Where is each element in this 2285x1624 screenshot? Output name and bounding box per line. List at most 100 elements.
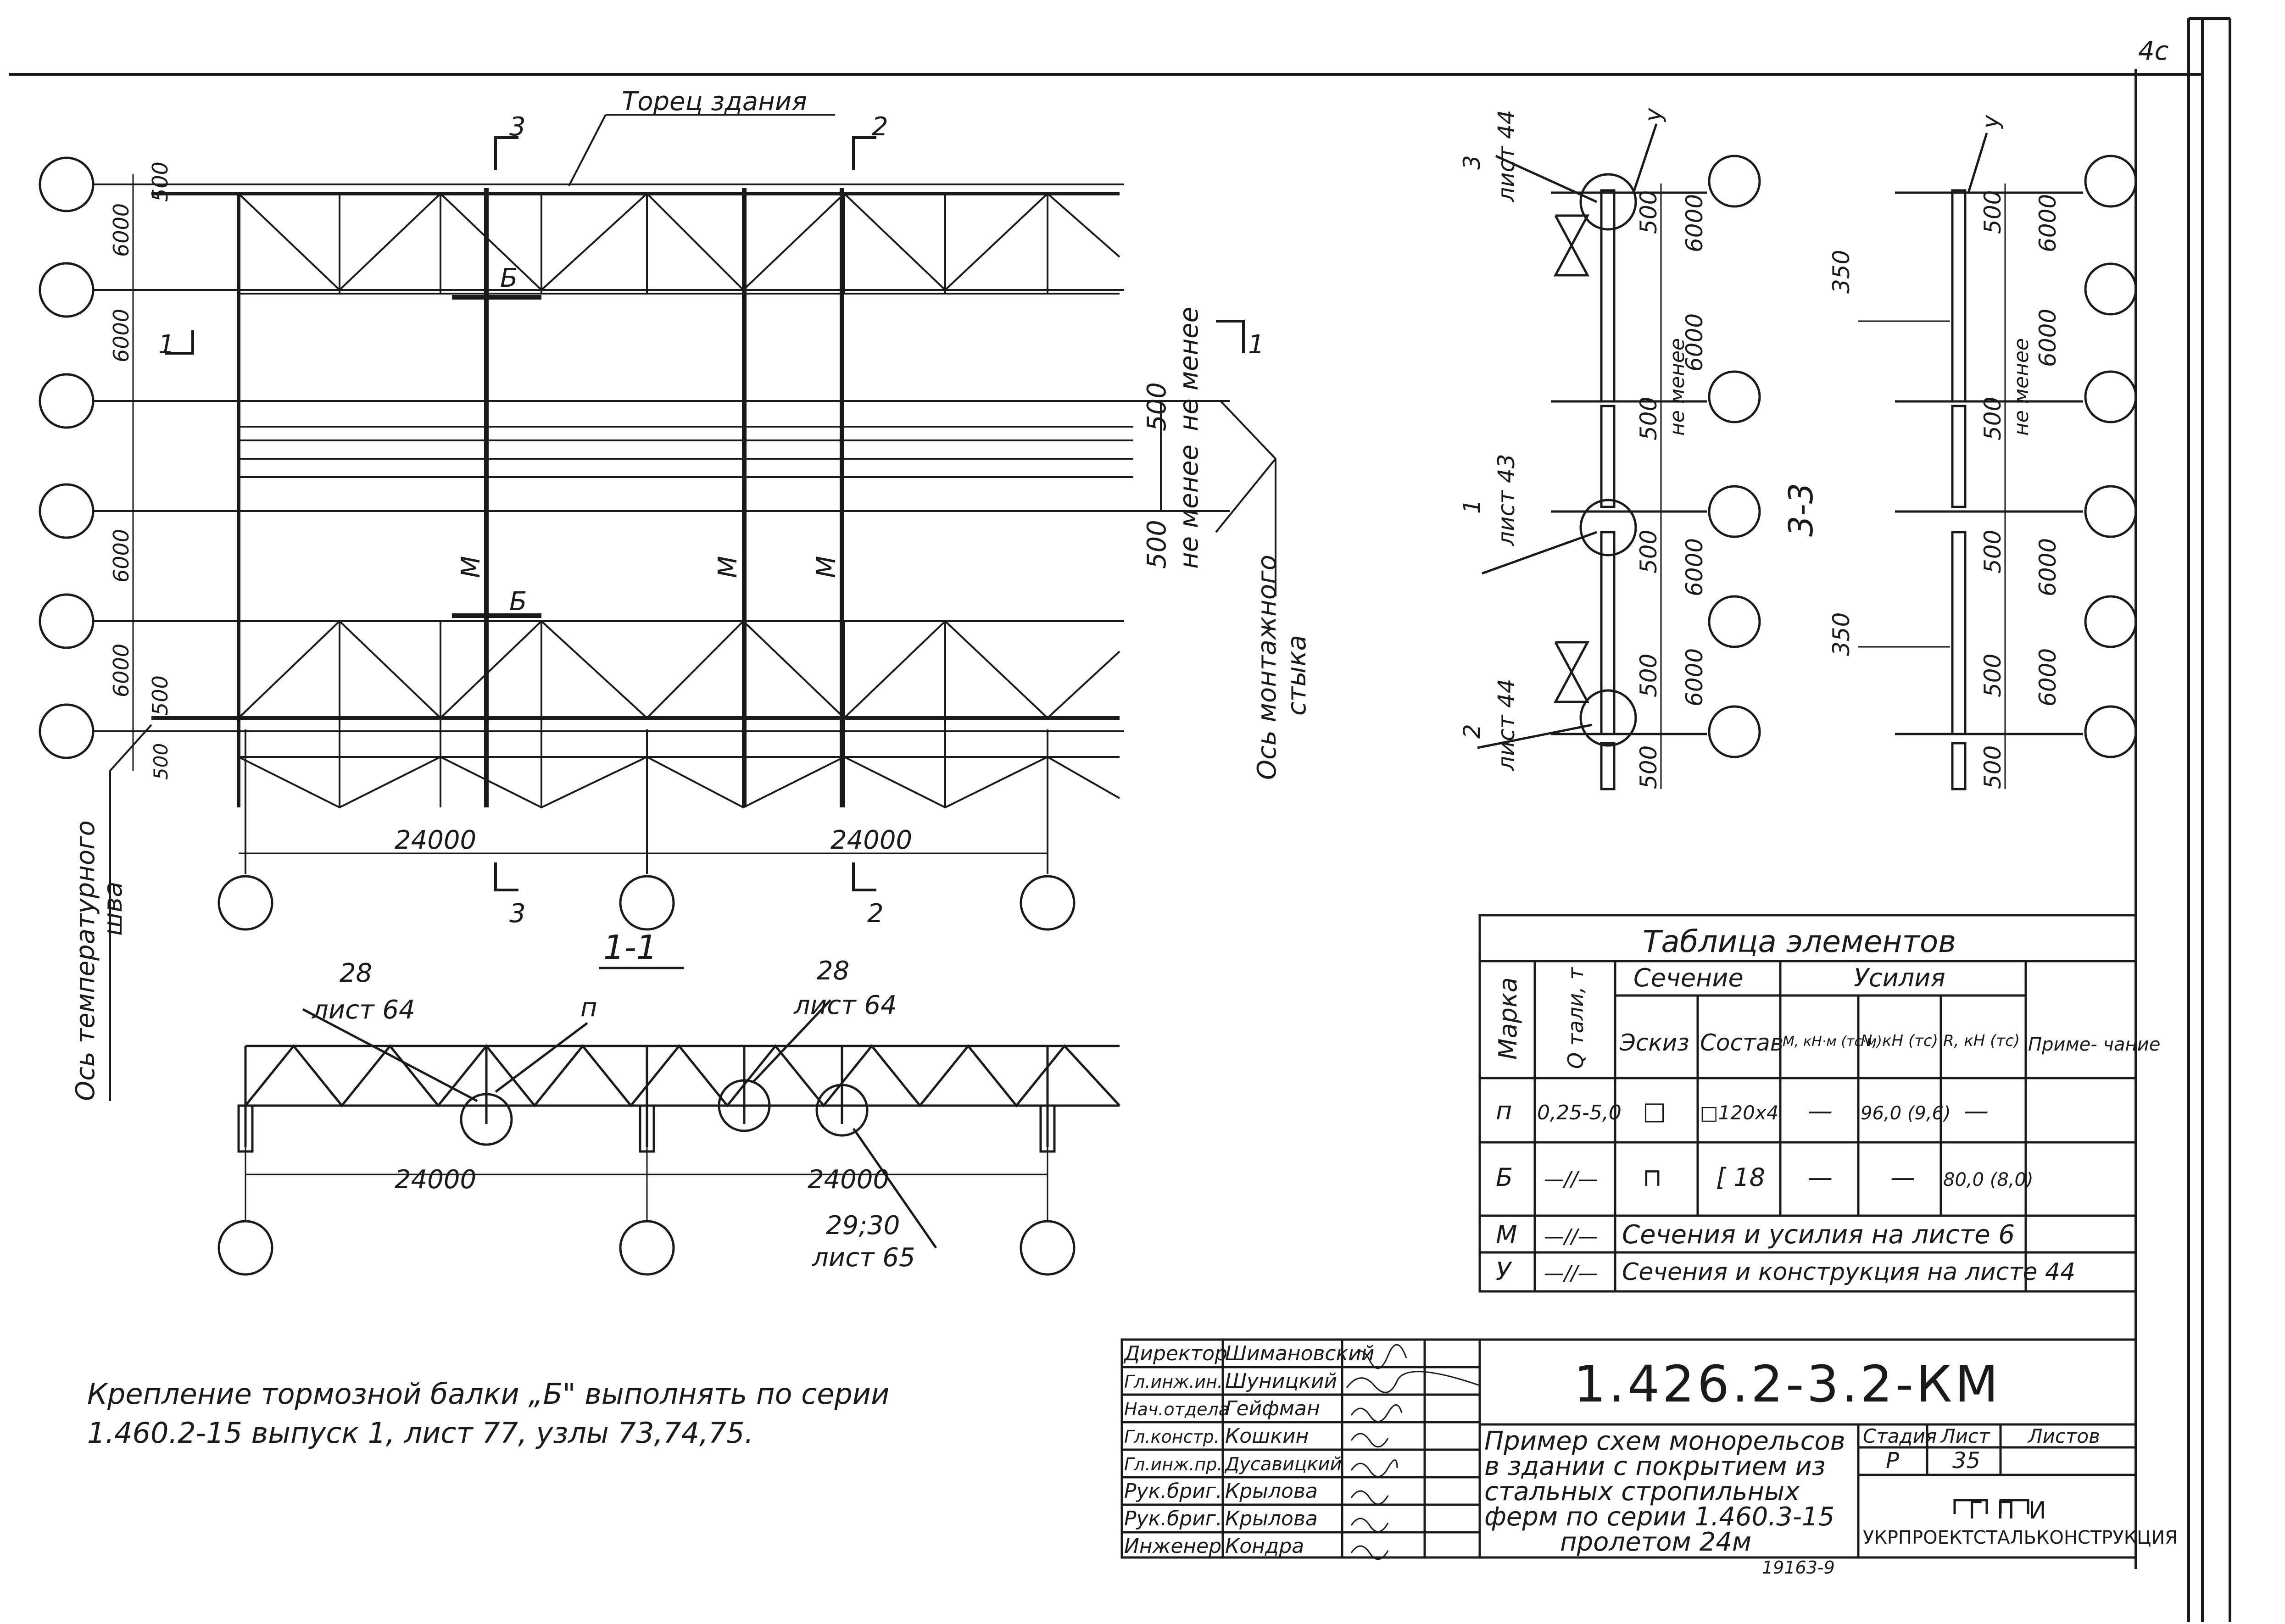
section-33-bubbles-b bbox=[2084, 155, 2137, 758]
ref-3: 3 bbox=[1459, 155, 1485, 170]
ref-sheet-64-b: лист 64 bbox=[793, 990, 897, 1020]
section-33b-dim-7: 6000 bbox=[2034, 648, 2061, 706]
section-33-bubbles-a bbox=[1708, 155, 1761, 758]
section-markers bbox=[165, 136, 1245, 891]
section-2-bottom-label: 2 bbox=[867, 899, 884, 929]
min-label-1: не менее bbox=[1174, 307, 1204, 431]
section-33b-dim-4: 500 bbox=[1979, 397, 2006, 440]
monorail-beams bbox=[484, 188, 844, 807]
row-m-mark: М bbox=[1496, 1220, 1517, 1249]
section-11-span-2: 24000 bbox=[808, 1165, 889, 1195]
elements-table-text: Таблица элементов Марка Q тали, т Сечени… bbox=[1494, 924, 2160, 1286]
row-p-n: 96,0 (9,6) bbox=[1861, 1103, 1951, 1124]
ref-28-a: 28 bbox=[340, 958, 372, 988]
mount-axis-label-1: Ось монтажного bbox=[1252, 555, 1282, 780]
staff-name-5: Дусавицкий bbox=[1224, 1454, 1342, 1475]
row-p-r: — bbox=[1964, 1096, 1989, 1125]
section-33b-dim-1: 500 bbox=[1979, 190, 2006, 234]
sheet-value: 35 bbox=[1952, 1448, 1980, 1474]
bracing-top bbox=[238, 192, 1120, 295]
row-m-merged: Сечения и усилия на листе 6 bbox=[1622, 1220, 2015, 1250]
plan-dim-1: 500 bbox=[148, 161, 173, 202]
section-33b-dim-6: 500 bbox=[1979, 530, 2006, 573]
staff-role-8: Инженер bbox=[1124, 1535, 1221, 1558]
general-note: Крепление тормозной балки „Б" выполнять … bbox=[87, 1377, 889, 1450]
table-header-forces: Усилия bbox=[1854, 963, 1945, 992]
note-line-2: 1.460.2-15 выпуск 1, лист 77, узлы 73,74… bbox=[87, 1416, 753, 1450]
plan-view bbox=[39, 114, 1276, 1101]
section-33a-dim-6: 500 bbox=[1635, 530, 1662, 573]
section-33a-dim-8: 500 bbox=[1635, 654, 1662, 697]
section-11-text: 1-1 28 лист 64 п 28 лист 64 24000 24000 … bbox=[312, 928, 915, 1273]
staff-name-2: Шуницкий bbox=[1225, 1369, 1337, 1393]
temp-axis-label-2: шва bbox=[98, 881, 128, 936]
table-header-mark: Марка bbox=[1494, 977, 1522, 1060]
sheet-label: Лист bbox=[1940, 1425, 1990, 1447]
table-header-m: М, кН·м (тс·м) bbox=[1783, 1034, 1882, 1050]
ref-sheet-65: лист 65 bbox=[812, 1243, 915, 1273]
ref-sheet-44-b: лист 44 bbox=[1493, 679, 1520, 771]
note-line-1: Крепление тормозной балки „Б" выполнять … bbox=[87, 1377, 889, 1411]
temp-axis-leader bbox=[109, 724, 152, 1101]
section-33a-dim-1: 500 bbox=[1635, 190, 1662, 234]
table-header-sketch: Эскиз bbox=[1619, 1029, 1689, 1056]
node-y-2: у bbox=[1977, 114, 2004, 129]
row-y-q: —//— bbox=[1544, 1262, 1598, 1285]
plan-dim-4: 6000 bbox=[109, 529, 134, 583]
row-y-merged: Сечения и конструкция на листе 44 bbox=[1622, 1258, 2075, 1286]
grid-bubbles-left bbox=[39, 156, 95, 759]
section-11-nodes bbox=[302, 999, 937, 1249]
grid-bubbles-bottom bbox=[217, 875, 1076, 931]
org-logo: ГПИ bbox=[1968, 1497, 2060, 1524]
row-b-n: — bbox=[1890, 1163, 1915, 1192]
end-wall bbox=[151, 192, 1120, 807]
monorail-label-3: М bbox=[812, 556, 842, 578]
sheet-frame bbox=[9, 17, 2231, 1622]
ref-1: 1 bbox=[1459, 499, 1485, 514]
min-500-label-1: 500 bbox=[1142, 382, 1172, 431]
signature-4 bbox=[1350, 1433, 1389, 1448]
plan-span-1: 24000 bbox=[395, 825, 476, 855]
ref-2930: 29;30 bbox=[826, 1211, 900, 1240]
bracing-bottom bbox=[238, 620, 1120, 809]
section-33b-min-1: не менее bbox=[2010, 338, 2033, 436]
row-p-q: 0,25-5,0 bbox=[1537, 1101, 1622, 1124]
monorail-label-2: М bbox=[713, 556, 743, 578]
description-line-2: в здании с покрытием из bbox=[1484, 1452, 1826, 1481]
table-header-composition: Состав bbox=[1700, 1029, 1783, 1056]
section-33b-dim-5: 6000 bbox=[2034, 538, 2061, 596]
plan-span-2: 24000 bbox=[830, 825, 912, 855]
plan-dim-500-low: 500 bbox=[150, 743, 172, 780]
ref-2: 2 bbox=[1459, 724, 1485, 739]
table-header-note: Приме- чание bbox=[2028, 1034, 2160, 1055]
section-3-bottom-label: 3 bbox=[509, 899, 526, 929]
staff-name-4: Кошкин bbox=[1225, 1424, 1309, 1448]
row-p-mark: п bbox=[1496, 1096, 1512, 1125]
plan-dim-5: 6000 bbox=[109, 644, 134, 697]
title-block bbox=[1120, 1338, 2137, 1560]
signature-5 bbox=[1350, 1459, 1398, 1478]
signature-1 bbox=[1350, 1344, 1407, 1369]
section-11-truss bbox=[237, 1044, 1120, 1220]
node-y-1: у bbox=[1640, 107, 1666, 122]
row-b-m: — bbox=[1808, 1163, 1833, 1192]
row-b-r: 80,0 (8,0) bbox=[1943, 1169, 2034, 1190]
signature-6 bbox=[1350, 1490, 1389, 1505]
section-33a-dim-7: 6000 bbox=[1681, 648, 1708, 706]
row-b-comp: [ 18 bbox=[1716, 1163, 1765, 1192]
section-33a-dim-4: 500 bbox=[1635, 397, 1662, 440]
section-33b-dim-8: 500 bbox=[1979, 654, 2006, 697]
ref-sheet-64-a: лист 64 bbox=[312, 995, 415, 1025]
table-header-r: R, кН (тс) bbox=[1943, 1032, 2020, 1050]
staff-name-1: Шимановский bbox=[1225, 1342, 1374, 1365]
min-label-2: не менее bbox=[1174, 445, 1204, 569]
beam-b-label-1: Б bbox=[500, 263, 518, 293]
table-title: Таблица элементов bbox=[1643, 924, 1956, 959]
section-33-view bbox=[1477, 123, 2137, 790]
section-11-view bbox=[217, 999, 1120, 1276]
min-500-label-2: 500 bbox=[1142, 520, 1172, 569]
row-b-sketch: ⊓ bbox=[1643, 1163, 1662, 1192]
signature-7 bbox=[1350, 1518, 1389, 1533]
section-33-beams bbox=[1477, 123, 2083, 790]
